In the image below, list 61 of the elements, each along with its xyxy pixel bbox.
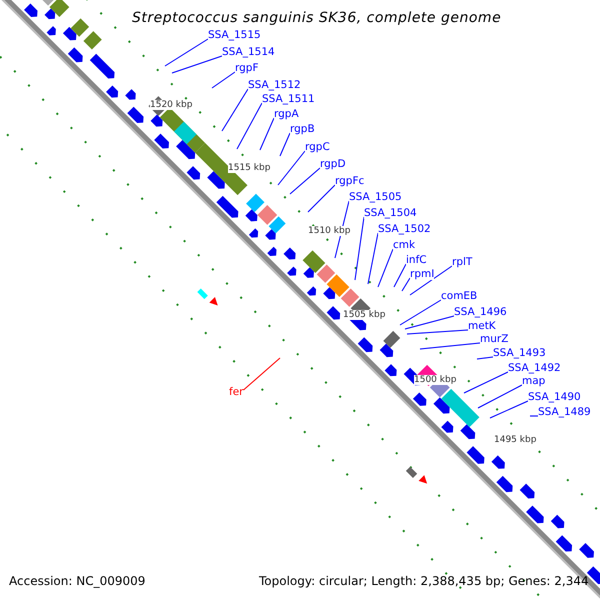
gene-label: infC	[406, 254, 427, 266]
gene-label: rgpC	[305, 141, 330, 153]
gene-label: SSA_1514	[222, 46, 275, 58]
gene-label: murZ	[480, 333, 508, 345]
gene-label: rgpA	[274, 108, 299, 120]
gene-label: comEB	[441, 290, 478, 302]
leader-line	[368, 232, 378, 284]
accession-text: Accession: NC_009009	[9, 574, 146, 588]
leader-line	[222, 88, 248, 132]
title: Streptococcus sanguinis SK36, complete genome	[132, 10, 502, 26]
gene-label: cmk	[393, 239, 416, 251]
scale-label: 1510 kbp	[308, 226, 350, 236]
leader-line	[172, 56, 222, 74]
leader-line	[478, 384, 522, 408]
leader-line	[476, 356, 494, 360]
leader-line	[402, 278, 410, 292]
gene-label: SSA_1504	[364, 207, 417, 219]
gene-label: SSA_1511	[262, 93, 315, 105]
gene-label: SSA_1502	[378, 223, 431, 235]
gene-label: rgpB	[290, 123, 315, 135]
leader-line	[164, 38, 208, 66]
leader-line	[420, 342, 480, 350]
gene-label: SSA_1489	[538, 406, 591, 418]
scale-label: 1500 kbp	[414, 375, 456, 385]
gene-label: rgpF	[235, 62, 259, 74]
leader-line	[290, 168, 320, 194]
scale-label: 1505 kbp	[343, 310, 386, 320]
leader-line	[400, 300, 442, 326]
gene-label: map	[522, 375, 546, 387]
leader-line	[406, 330, 468, 334]
leader-line	[280, 132, 290, 156]
gene-label: SSA_1505	[349, 191, 402, 203]
gene-label: SSA_1490	[528, 391, 581, 403]
leader-line	[378, 248, 394, 288]
leader-line	[464, 372, 508, 394]
scale-label: 1495 kbp	[494, 435, 536, 445]
leader-line	[410, 266, 452, 296]
gene-label: SSA_1515	[208, 29, 261, 41]
genome-info-text: Topology: circular; Length: 2,388,435 bp; Genes: 2,344	[259, 574, 589, 588]
gene-label: SSA_1493	[493, 347, 546, 359]
leader-line	[260, 118, 274, 150]
leader-line	[278, 150, 306, 186]
leader-line	[404, 316, 454, 330]
gene-label: metK	[468, 320, 496, 332]
gene-label: rgpD	[320, 158, 346, 170]
scale-label: 1515 kbp	[228, 163, 270, 173]
gene-label: rpmI	[410, 268, 434, 280]
gene-label: fer	[229, 386, 244, 398]
leader-line	[354, 216, 364, 280]
leader-line	[236, 102, 262, 150]
leader-line	[212, 72, 236, 88]
gene-label: SSA_1512	[248, 79, 301, 91]
gene-label: SSA_1496	[454, 306, 507, 318]
leader-line	[490, 400, 528, 418]
leader-line	[308, 184, 336, 212]
gene-label: SSA_1492	[508, 362, 561, 374]
scale-label: 1520 kbp	[150, 100, 192, 110]
gene-label: rplT	[452, 256, 472, 268]
gene-label: rgpFc	[335, 175, 364, 187]
leader-line	[242, 358, 280, 390]
leader-line	[394, 264, 406, 288]
